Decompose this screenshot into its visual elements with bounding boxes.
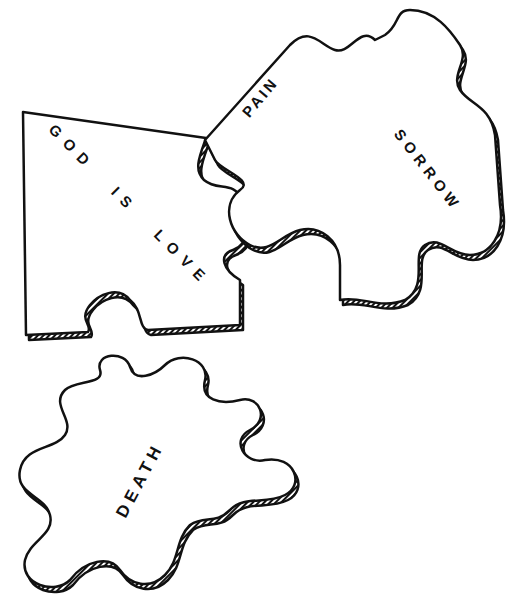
puzzle-piece: DEATH xyxy=(5,345,320,603)
puzzle-piece-outline xyxy=(5,345,320,603)
puzzle-piece: PAINSORROW xyxy=(160,5,515,315)
puzzle-piece-outline xyxy=(160,5,515,315)
